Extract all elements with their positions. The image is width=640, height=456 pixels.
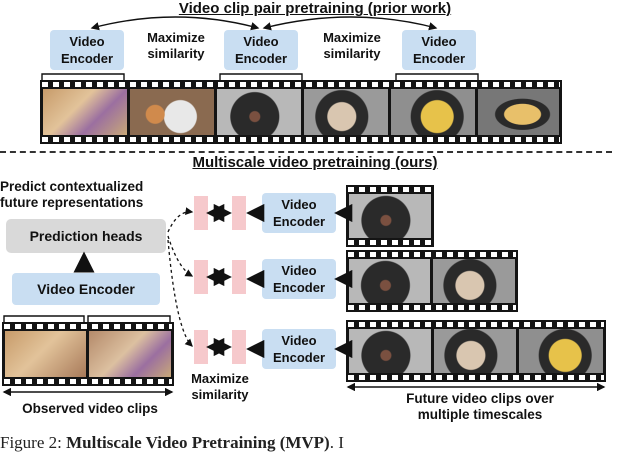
pred-repr-2	[194, 260, 208, 294]
maximize-line1: Maximize	[147, 30, 205, 45]
caption-label: Figure 2:	[0, 433, 62, 452]
maximize-line2: similarity	[323, 46, 381, 61]
frame-future-2b	[433, 259, 515, 303]
dashed-prediction-arrows	[167, 207, 194, 347]
bottom-maximize-label: Maximize similarity	[180, 371, 260, 403]
top-film-strip	[40, 80, 562, 144]
encoder-label-line2: Encoder	[412, 51, 465, 66]
encoder-label-line1: Video	[243, 34, 279, 49]
top-maximize-label-1: Maximize similarity	[132, 30, 220, 62]
future-strip-2	[346, 250, 518, 312]
predict-line2: future representations	[0, 195, 144, 210]
predict-label: Predict contextualized future representa…	[0, 179, 178, 211]
pink-double-arrows	[206, 203, 232, 357]
obs-bracket-1	[3, 315, 85, 322]
future-video-encoder-1: Video Encoder	[262, 193, 336, 233]
frame-observed-2	[89, 331, 171, 377]
caption-fragment: Figure 2: Multiscale Video Pretraining (…	[0, 433, 344, 453]
top-brackets	[41, 73, 479, 80]
target-repr-2	[232, 260, 246, 294]
curve-2	[262, 16, 438, 31]
encoder-label-line2: Encoder	[272, 280, 325, 295]
bracket-3	[395, 73, 479, 80]
future-strip-1	[346, 185, 434, 247]
future-video-encoder-3: Video Encoder	[262, 329, 336, 369]
frame-future-3b	[434, 329, 516, 373]
frame-future-1a	[349, 194, 431, 238]
pred-repr-3	[194, 330, 208, 364]
dash-3	[167, 239, 193, 347]
future-video-encoder-2: Video Encoder	[262, 259, 336, 299]
future-clips-label: Future video clips over multiple timesca…	[380, 391, 580, 423]
observed-film-strip	[2, 322, 174, 386]
strip-to-encoder-arrows	[334, 203, 353, 359]
obs-bracket-2	[87, 315, 171, 322]
future-line1: Future video clips over	[406, 391, 554, 406]
frame-pan-empty	[217, 89, 301, 135]
encoder-label-line1: Video	[281, 333, 317, 348]
encoder-label-line2: Encoder	[272, 350, 325, 365]
top-video-encoder-2: Video Encoder	[224, 30, 298, 70]
top-video-encoder-1: Video Encoder	[50, 30, 124, 70]
frame-future-3c	[519, 329, 603, 373]
bottom-title: Multiscale video pretraining (ours)	[192, 154, 438, 171]
frame-omelette	[478, 89, 559, 135]
frame-observed-1	[5, 331, 86, 377]
top-similarity-arrows	[90, 16, 438, 31]
dash-1	[167, 207, 194, 233]
encoder-label-line1: Video	[281, 263, 317, 278]
target-repr-1	[232, 196, 246, 230]
observed-video-encoder: Video Encoder	[12, 273, 160, 305]
encoder-label-line1: Video	[69, 34, 105, 49]
frame-cutting-onion	[43, 89, 127, 135]
caption-bold: Multiscale Video Pretraining (MVP)	[66, 433, 330, 452]
encoder-label-line2: Encoder	[60, 51, 113, 66]
caption-tail: . I	[329, 433, 344, 452]
future-strip-3	[346, 320, 606, 382]
observed-clips-label: Observed video clips	[22, 401, 158, 416]
video-encoder-label: Video Encoder	[37, 280, 135, 297]
encoder-label-line2: Encoder	[272, 214, 325, 229]
maximize-line1: Maximize	[191, 371, 249, 386]
encoder-label-line2: Encoder	[234, 51, 287, 66]
section-divider	[0, 151, 612, 153]
frame-future-2a	[349, 259, 430, 303]
top-video-encoder-3: Video Encoder	[402, 30, 476, 70]
frame-pan-onion	[304, 89, 388, 135]
predict-line1: Predict contextualized	[0, 179, 144, 194]
bracket-1	[41, 73, 125, 80]
maximize-line2: similarity	[147, 46, 205, 61]
future-line2: multiple timescales	[417, 407, 543, 422]
maximize-line2: similarity	[191, 387, 249, 402]
encoder-label-line1: Video	[281, 197, 317, 212]
maximize-line1: Maximize	[323, 30, 381, 45]
frame-future-3a	[349, 329, 431, 373]
dash-2	[167, 235, 194, 277]
top-title: Video clip pair pretraining (prior work)	[178, 0, 452, 17]
bracket-2	[219, 73, 303, 80]
observed-brackets	[3, 315, 171, 322]
curve-1	[90, 16, 260, 31]
frame-pouring-egg	[391, 89, 475, 135]
frame-eggs	[130, 89, 214, 135]
pred-repr-1	[194, 196, 208, 230]
top-maximize-label-2: Maximize similarity	[308, 30, 396, 62]
encoder-to-pink-arrows	[246, 203, 265, 359]
encoder-label-line1: Video	[421, 34, 457, 49]
target-repr-3	[232, 330, 246, 364]
prediction-heads-box: Prediction heads	[6, 219, 166, 253]
